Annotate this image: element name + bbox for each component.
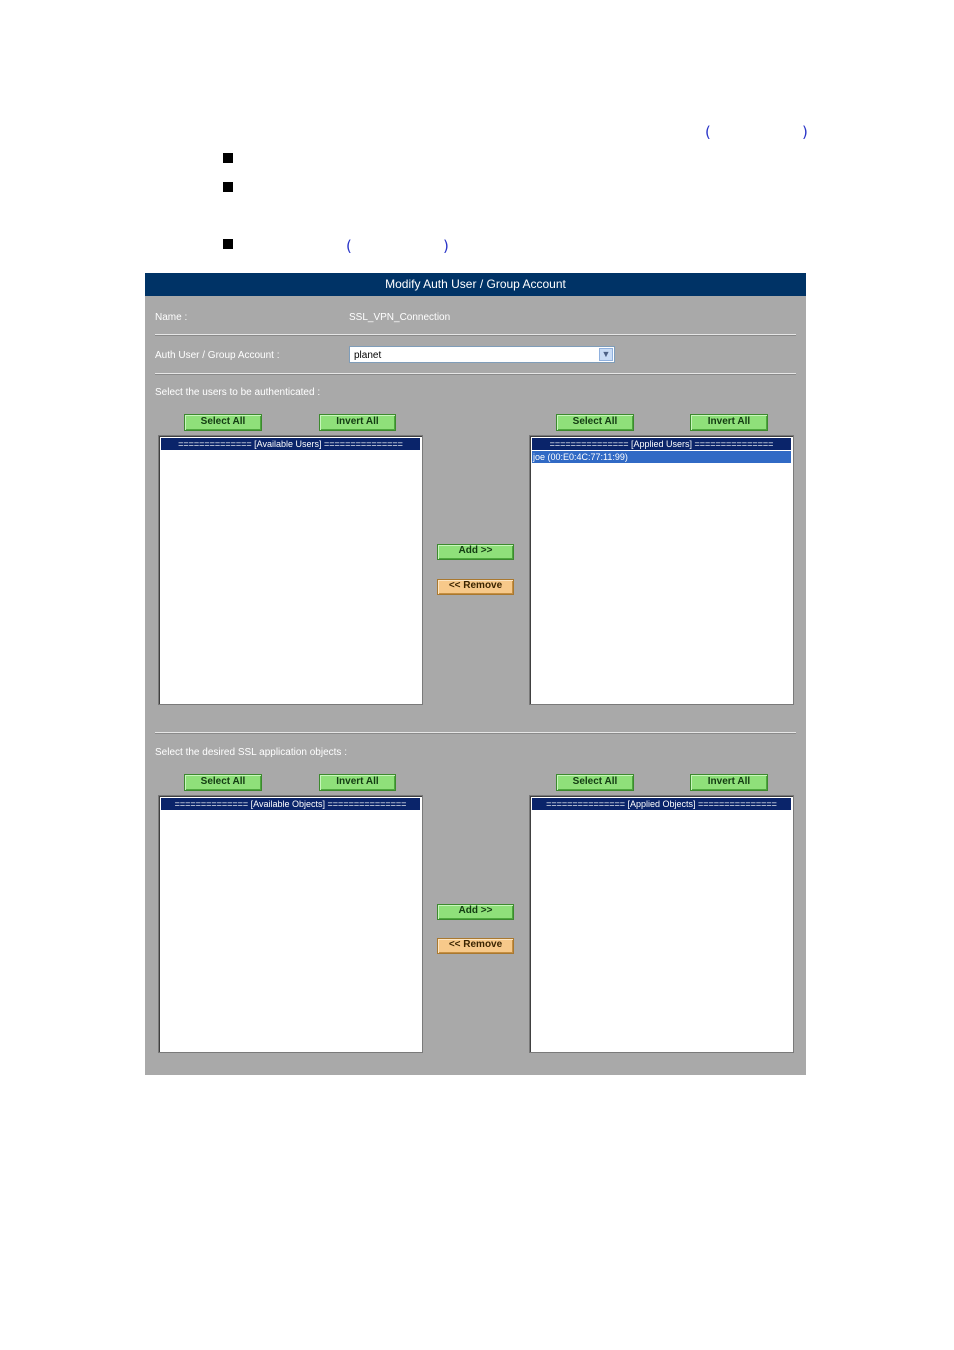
applied-objects-header[interactable]: =============== [Applied Objects] ======… (532, 798, 791, 810)
objects-applied-select-all-button[interactable]: Select All (556, 774, 634, 791)
available-objects-header[interactable]: ============== [Available Objects] =====… (161, 798, 420, 810)
objects-applied-invert-all-button[interactable]: Invert All (690, 774, 768, 791)
account-label: Auth User / Group Account : (155, 350, 280, 361)
account-select[interactable]: planet ▼ (349, 346, 615, 363)
remove-objects-button[interactable]: << Remove (437, 938, 514, 954)
available-users-header[interactable]: ============== [Available Users] =======… (161, 438, 420, 450)
users-section-label: Select the users to be authenticated : (155, 387, 321, 398)
remove-users-button[interactable]: << Remove (437, 579, 514, 595)
users-applied-select-all-button[interactable]: Select All (556, 414, 634, 431)
objects-section-label: Select the desired SSL application objec… (155, 747, 347, 758)
users-available-select-all-button[interactable]: Select All (184, 414, 262, 431)
add-users-button[interactable]: Add >> (437, 544, 514, 560)
bullet-icon (223, 153, 233, 163)
add-objects-button[interactable]: Add >> (437, 904, 514, 920)
list-item[interactable]: joe (00:E0:4C:77:11:99) (532, 451, 791, 463)
divider (155, 373, 796, 375)
divider (155, 732, 796, 734)
paren-open: ( (705, 123, 711, 141)
bullet-icon (223, 239, 233, 249)
name-label: Name : (155, 312, 188, 323)
applied-users-header[interactable]: =============== [Applied Users] ========… (532, 438, 791, 450)
modify-auth-panel: Modify Auth User / Group Account Name : … (145, 273, 806, 1075)
objects-available-invert-all-button[interactable]: Invert All (319, 774, 396, 791)
available-objects-list[interactable]: ============== [Available Objects] =====… (158, 795, 423, 1053)
bullet-icon (223, 182, 233, 192)
chevron-down-icon[interactable]: ▼ (599, 348, 613, 361)
available-users-list[interactable]: ============== [Available Users] =======… (158, 435, 423, 705)
applied-users-list[interactable]: =============== [Applied Users] ========… (529, 435, 794, 705)
applied-objects-list[interactable]: =============== [Applied Objects] ======… (529, 795, 794, 1053)
paren-open: ( (346, 237, 352, 255)
name-value: SSL_VPN_Connection (349, 312, 451, 323)
divider (155, 334, 796, 336)
panel-title: Modify Auth User / Group Account (145, 273, 806, 296)
paren-close: ) (443, 237, 449, 255)
objects-available-select-all-button[interactable]: Select All (184, 774, 262, 791)
account-select-value: planet (354, 350, 382, 361)
paren-close: ) (802, 123, 808, 141)
users-applied-invert-all-button[interactable]: Invert All (690, 414, 768, 431)
users-available-invert-all-button[interactable]: Invert All (319, 414, 396, 431)
